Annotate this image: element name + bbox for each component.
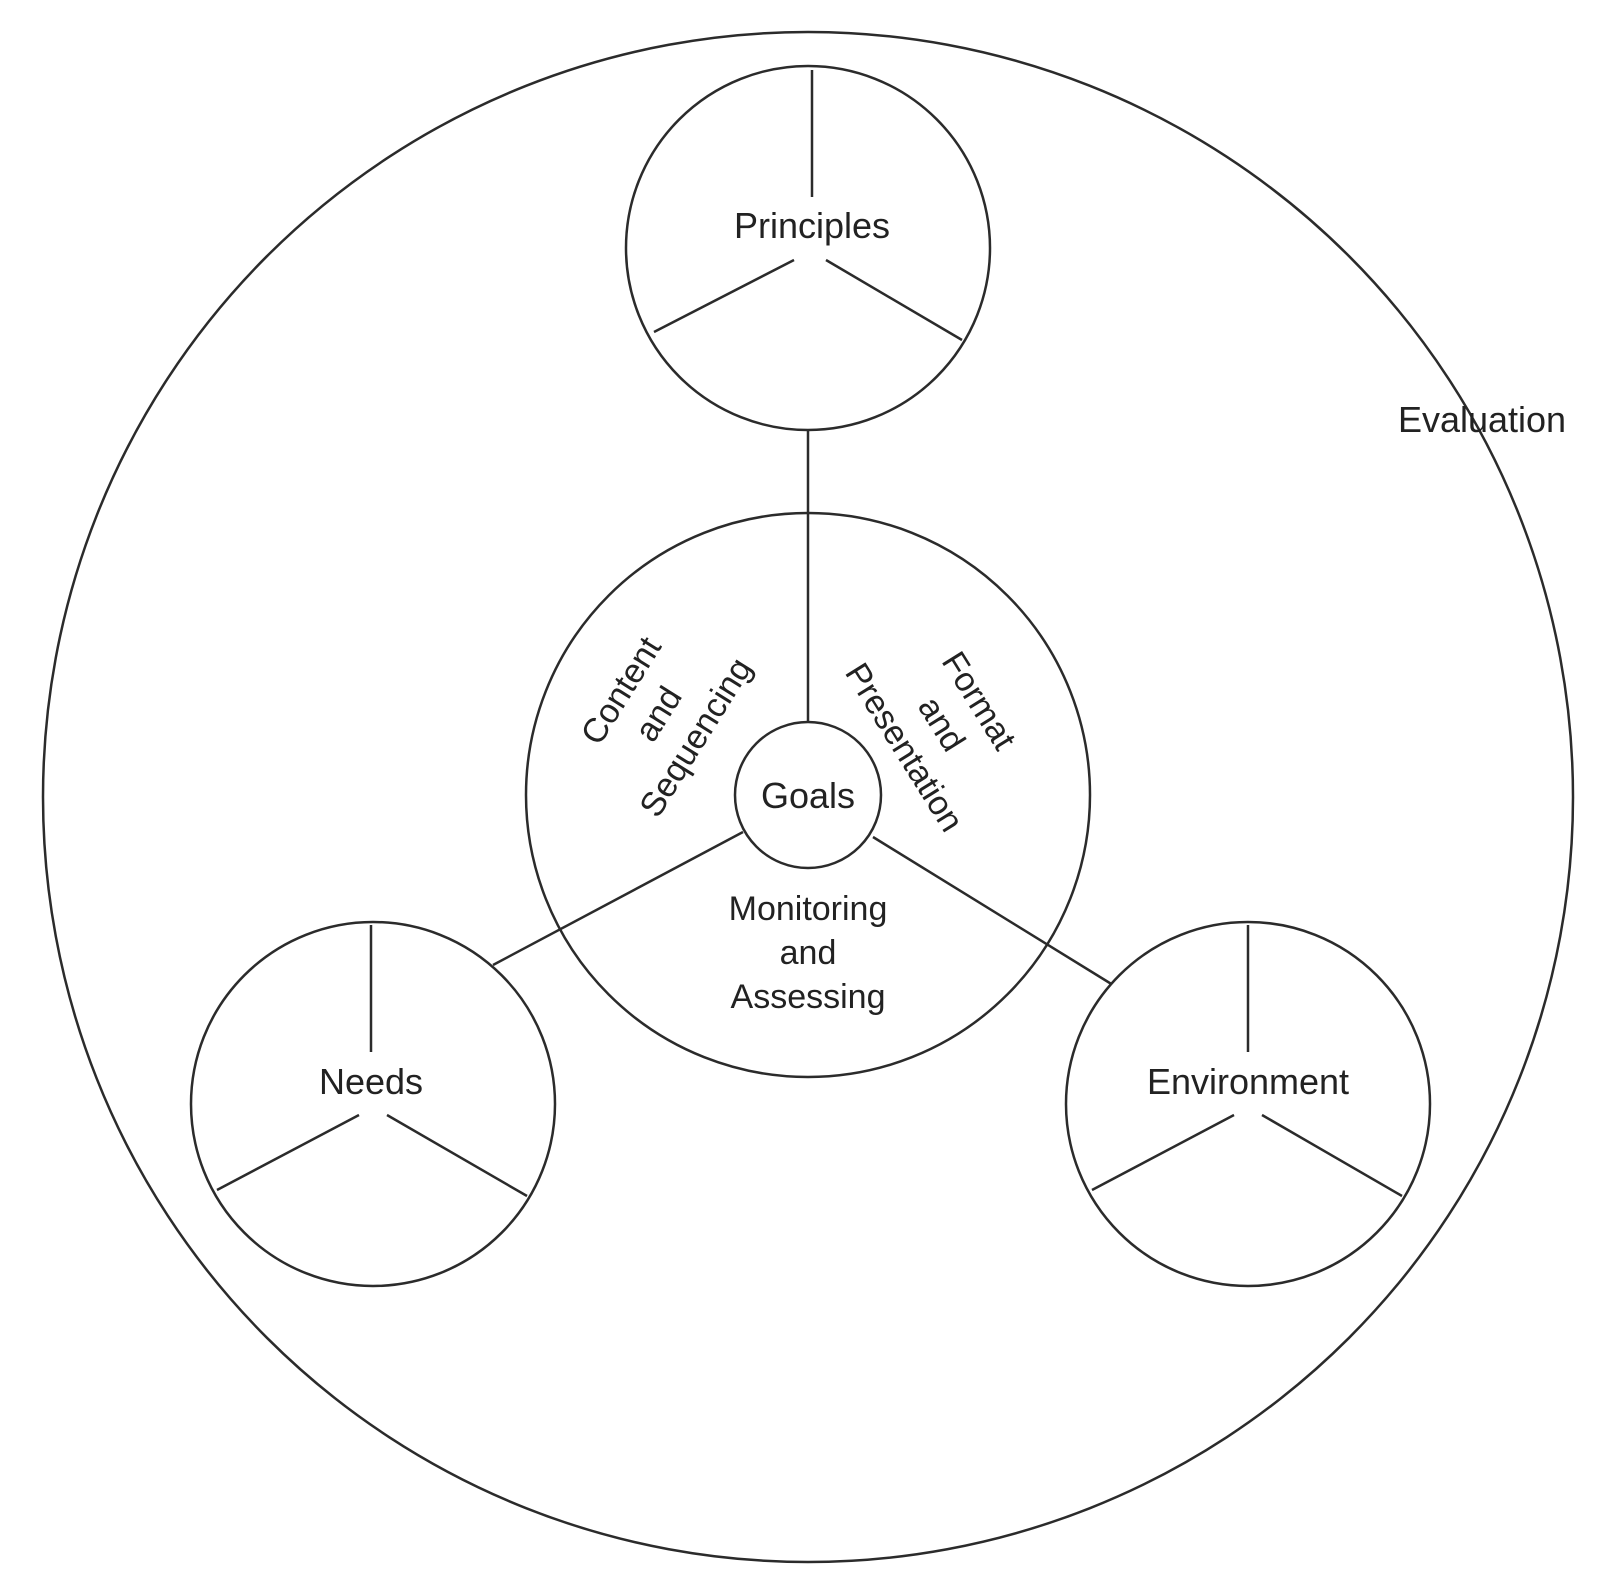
environment-circle: [1064, 920, 1432, 1288]
evaluation-label: Evaluation: [1398, 399, 1566, 440]
environment-node: Environment: [1064, 920, 1432, 1288]
principles-divider-right: [825, 258, 963, 342]
environment-divider-right: [1261, 1113, 1403, 1198]
needs-circle: [189, 920, 557, 1288]
monitoring-assessing-line-3: Assessing: [731, 978, 886, 1016]
needs-divider-right: [386, 1113, 528, 1198]
monitoring-assessing-line-2: and: [780, 934, 837, 972]
environment-divider-left: [1091, 1113, 1235, 1192]
connector-needs: [492, 830, 744, 967]
monitoring-assessing-line-1: Monitoring: [729, 890, 888, 928]
needs-divider-left: [216, 1113, 360, 1192]
environment-label: Environment: [1147, 1061, 1349, 1102]
principles-divider-left: [653, 258, 795, 334]
middle-circle: [524, 511, 1092, 1079]
goals-label: Goals: [761, 775, 855, 816]
needs-node: Needs: [189, 920, 557, 1288]
principles-circle: [624, 64, 992, 432]
principles-label: Principles: [734, 205, 890, 246]
connector-environment: [872, 835, 1114, 987]
evaluation-circle: [41, 30, 1575, 1564]
goals-circle: [733, 720, 883, 870]
needs-label: Needs: [319, 1061, 423, 1102]
principles-node: Principles: [624, 64, 992, 432]
content-sequencing-label: Content and Sequencing: [574, 630, 760, 824]
monitoring-assessing-label: Monitoring and Assessing: [729, 890, 888, 1016]
